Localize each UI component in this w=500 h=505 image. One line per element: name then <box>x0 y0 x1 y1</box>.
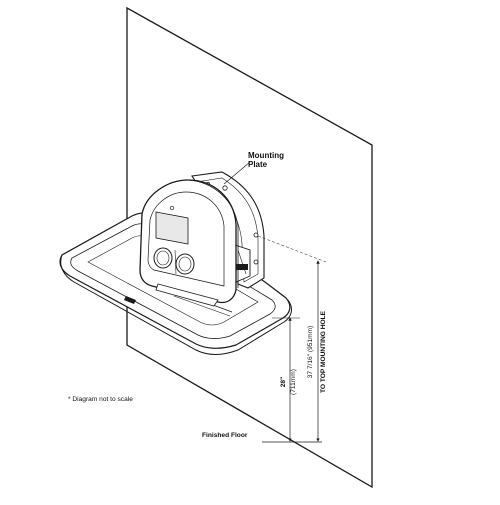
liner-dispenser-left-inner <box>156 250 170 266</box>
housing-foot <box>155 283 219 307</box>
dim-37-note: TO TOP MOUNTING HOLE <box>320 310 327 393</box>
tray-hinge-line-2 <box>173 295 231 317</box>
dim-28-label: 28" <box>280 377 287 387</box>
label-window <box>155 211 189 245</box>
mounting-plate-label-2: Plate <box>248 160 268 169</box>
dispenser-slot <box>174 249 177 275</box>
liner-dispenser-right-inner <box>178 256 192 272</box>
tray-front-edge <box>60 254 292 355</box>
mounting-plate-label: Mounting <box>248 151 284 160</box>
floor-label: Finished Floor <box>202 432 248 439</box>
dim-37-label: 37 7/16" (951mm) <box>307 326 314 379</box>
mounting-hole-icon <box>253 232 259 238</box>
hinge-pin <box>236 264 248 270</box>
mounting-hole-icon <box>253 259 259 265</box>
mounting-plate-leader <box>223 161 251 185</box>
station-housing-edge <box>187 179 239 288</box>
tray-strap <box>124 296 136 304</box>
dim-28-metric: (711mm) <box>290 369 297 395</box>
dim-37-extension-top <box>257 235 327 263</box>
logo-icon <box>169 205 175 211</box>
scale-note: * Diagram not to scale <box>68 396 133 403</box>
mounting-hole-icon <box>222 185 228 191</box>
